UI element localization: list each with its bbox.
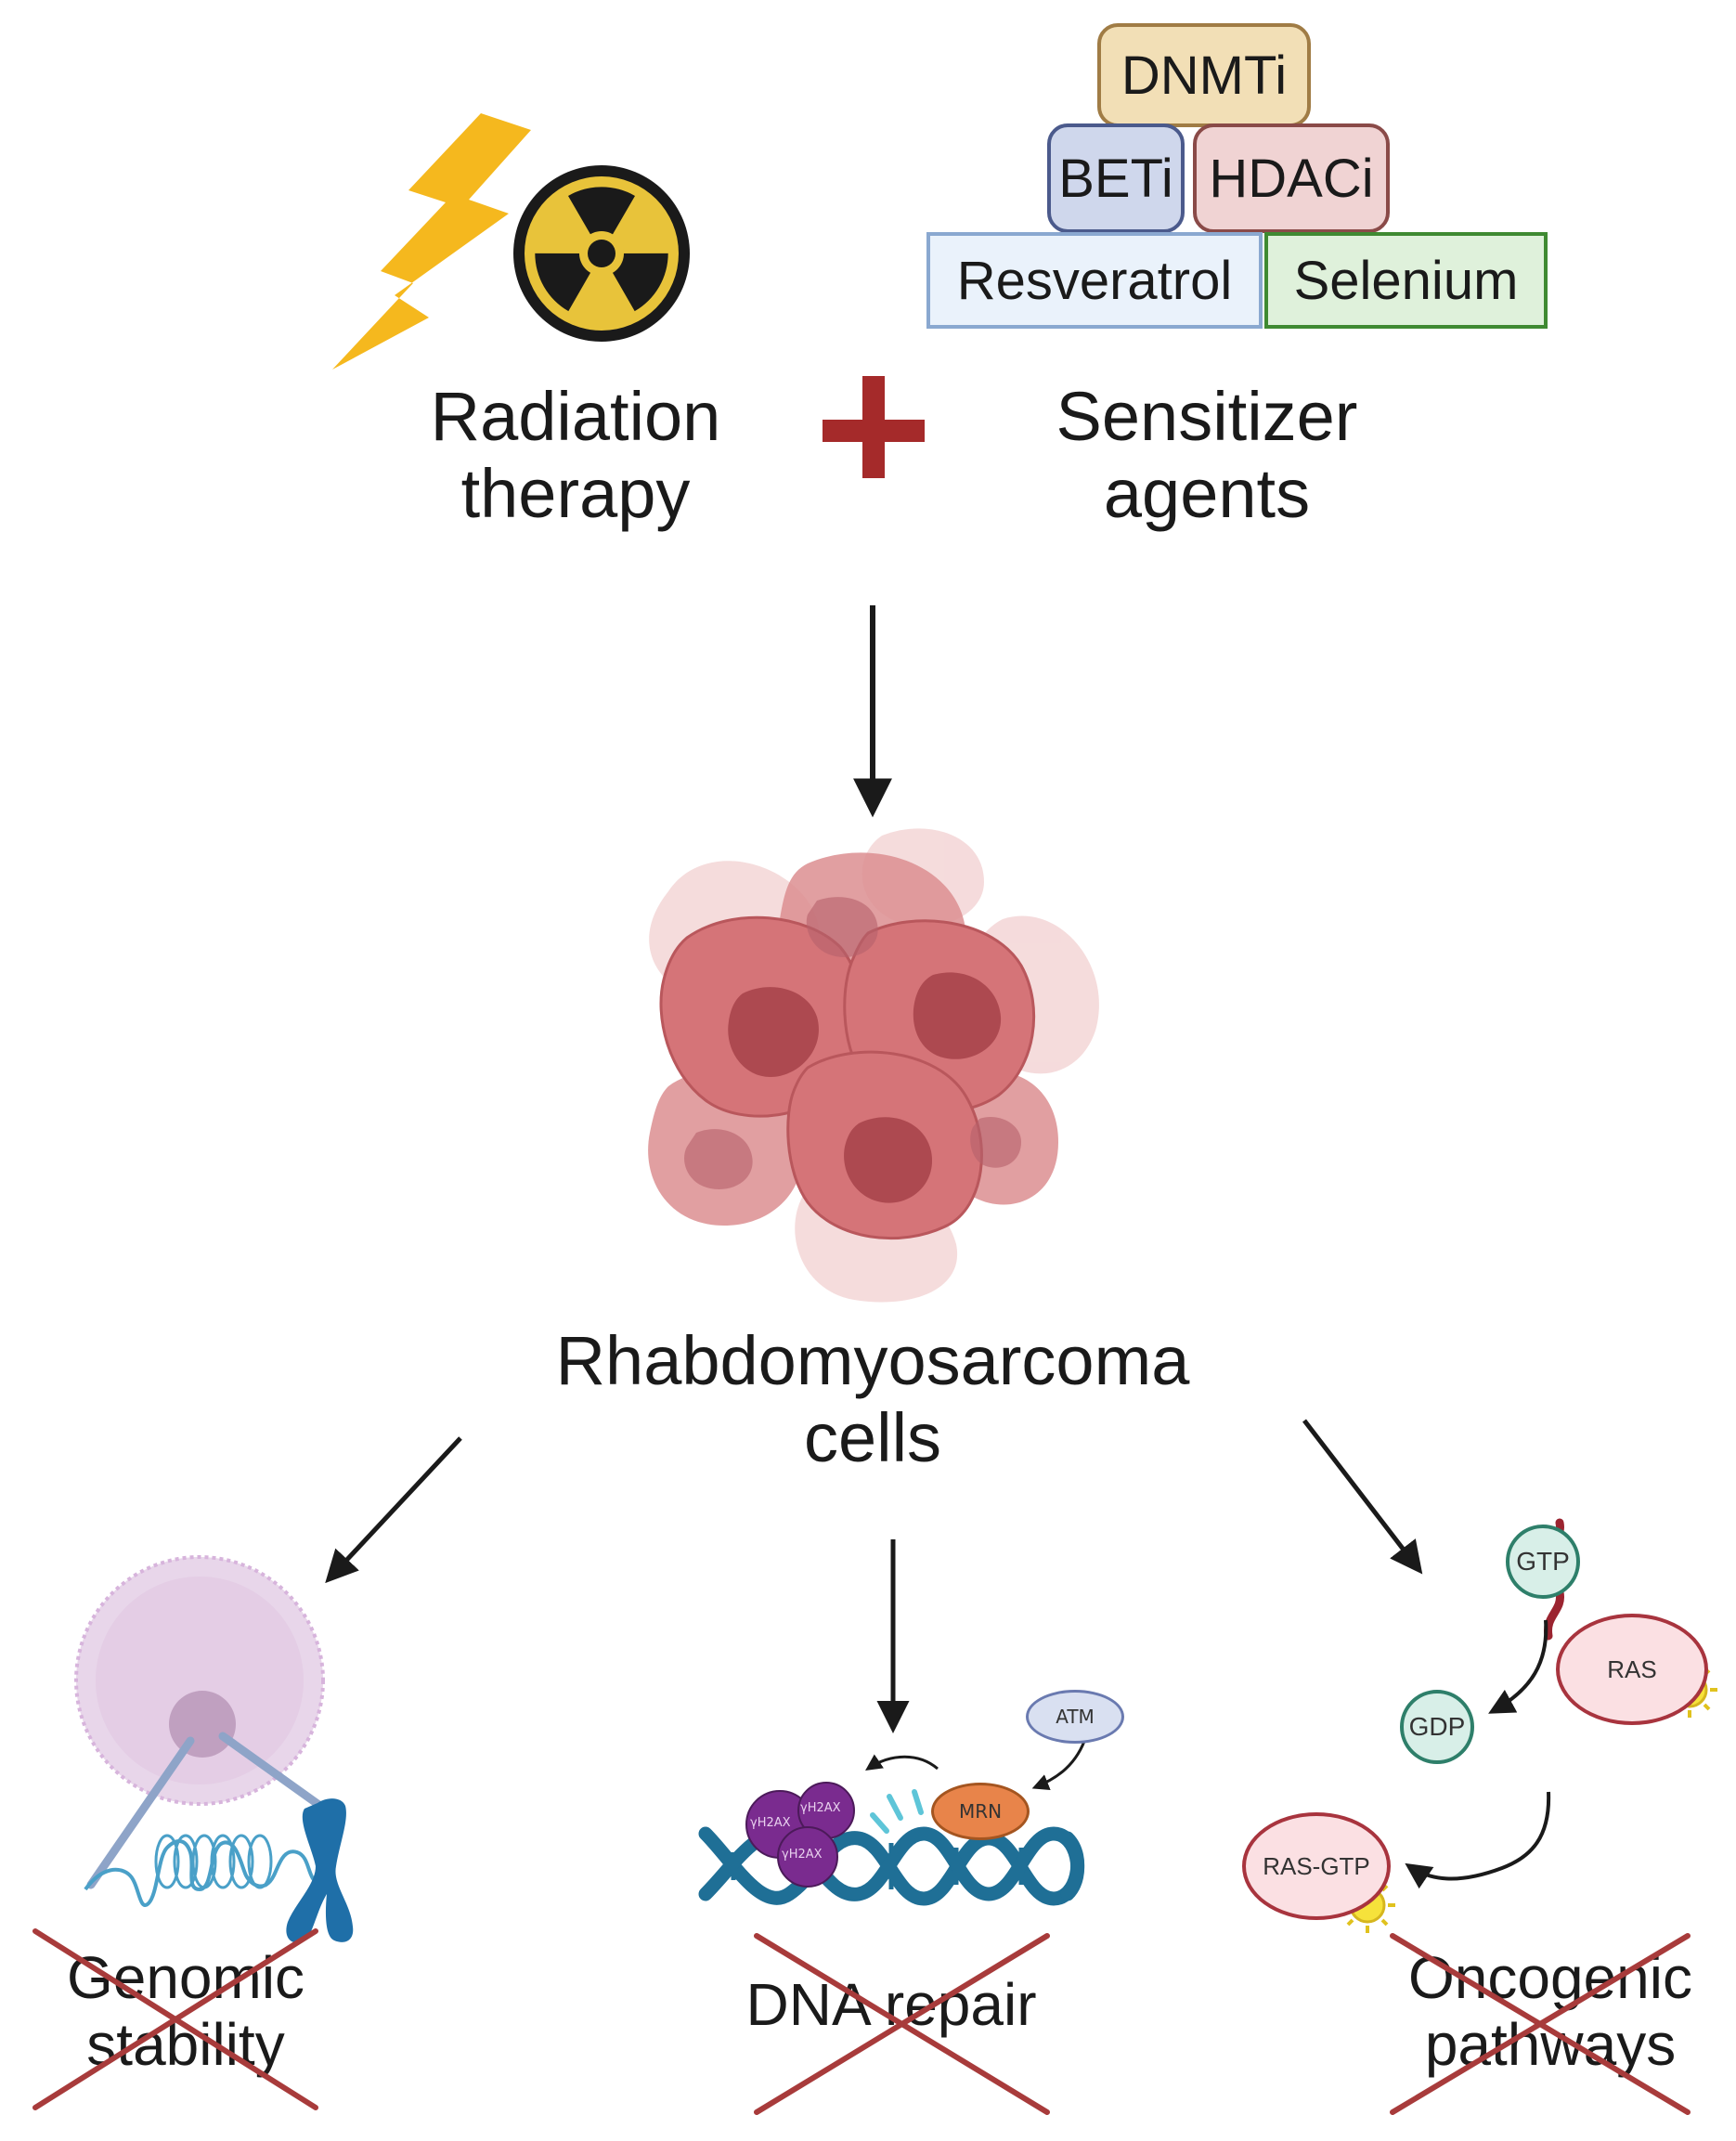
genomic-stability-illustration [74,1555,354,1943]
h2ax-label-3: γH2AX [750,1816,791,1830]
plus-icon [823,376,925,478]
sensitizer-dnmti-box: DNMTi [1097,23,1311,127]
gdp-label: GDP [1408,1712,1466,1741]
gtp-molecule: GTP [1506,1525,1580,1599]
ras-gtp-protein: RAS-GTP [1242,1812,1391,1920]
sensitizer-resveratrol-box: Resveratrol [926,232,1263,329]
gtp-label: GTP [1516,1547,1570,1576]
sensitizer-selenium-box: Selenium [1264,232,1548,329]
chromosome-icon [286,1798,354,1943]
lightning-bolt-icon [332,113,531,370]
genomic-stability-label: Genomic stability [66,1944,305,2078]
mrn-label: MRN [958,1800,1003,1823]
sensitizer-agents-label: Sensitizer agents [1056,378,1358,532]
h2ax-label-2: γH2AX [782,1848,823,1862]
atm-protein: ATM [1026,1690,1124,1744]
radiation-therapy-label: Radiation therapy [430,378,721,532]
sensitizer-beti-box: BETi [1047,123,1185,233]
arrow-to-genomic-stability [325,1436,462,1584]
radiation-symbol-icon [513,165,690,342]
gdp-molecule: GDP [1400,1690,1474,1764]
arrow-to-oncogenic-pathways [1302,1419,1423,1575]
dna-repair-illustration [698,1735,1088,1906]
h2ax-label-1: γH2AX [800,1801,841,1815]
rhabdomyosarcoma-cell-cluster [648,828,1099,1303]
oncogenic-pathways-label: Oncogenic pathways [1408,1944,1692,2078]
h2ax-complex-icon [745,1782,855,1888]
atm-label: ATM [1056,1706,1095,1728]
ras-label: RAS [1607,1654,1657,1683]
ras-protein: RAS [1556,1614,1708,1725]
rhabdomyosarcoma-cells-label: Rhabdomyosarcoma cells [555,1322,1190,1476]
sensitizer-hdaci-box: HDACi [1193,123,1390,233]
dna-repair-label: DNA repair [745,1971,1037,2038]
mrn-protein: MRN [931,1783,1030,1840]
ras-gtp-label: RAS-GTP [1263,1851,1370,1880]
